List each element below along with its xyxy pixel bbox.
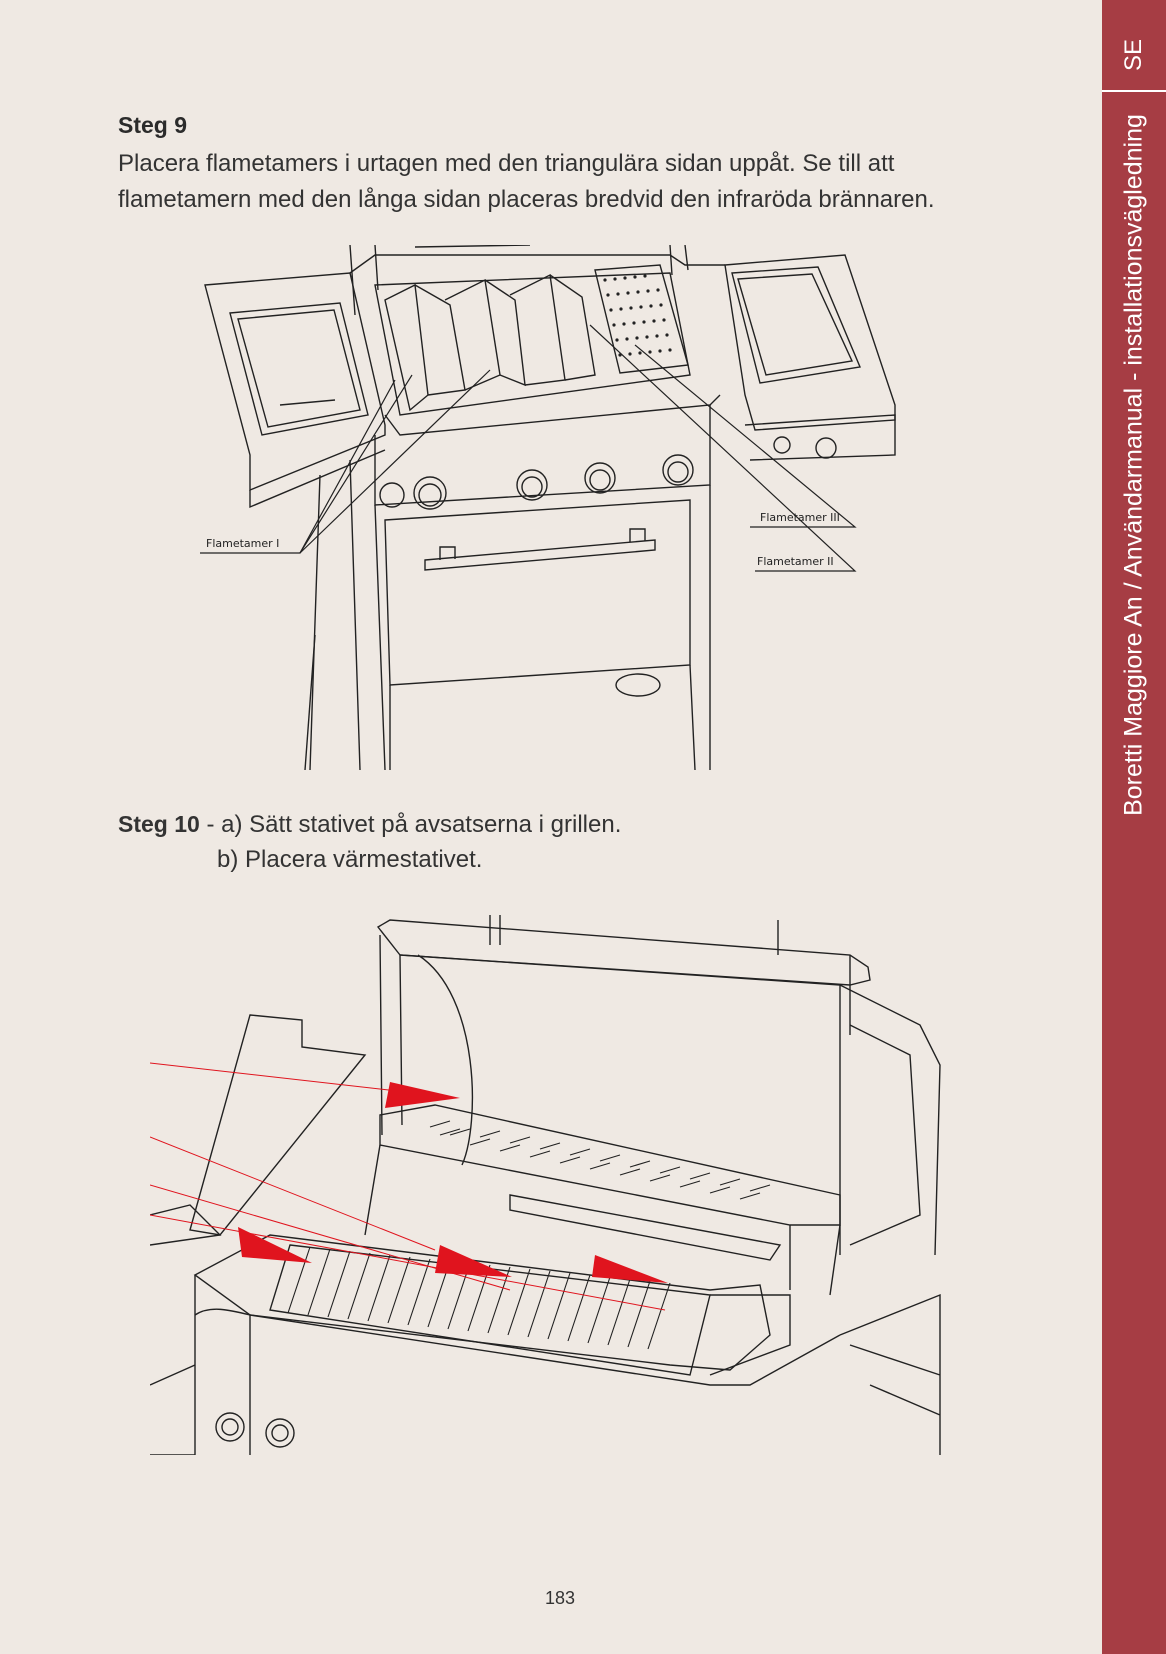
step-10-text-b: b) Placera värmestativet. [217, 846, 483, 873]
language-code: SE [1120, 38, 1147, 72]
manual-title: Boretti Maggiore An / Användarmanual - i… [1119, 114, 1148, 816]
language-tab: SE [1102, 0, 1166, 90]
page-number: 183 [544, 1588, 576, 1608]
grate-installation-illustration [150, 915, 941, 1455]
step-10-line-a: Steg 10 - a) Sätt stativet på avsatserna… [118, 806, 621, 843]
step-9-text-line-1: Placera flametamers i urtagen med den tr… [118, 150, 895, 177]
step-10-heading: Steg 10 [118, 811, 200, 837]
callout-flametamer-2: Flametamer II [757, 555, 834, 568]
flametamer-illustration: Flametamer I Flametamer III Flametamer I… [200, 245, 896, 770]
sidebar-divider [1102, 90, 1166, 92]
step-10-text-a: - a) Sätt stativet på avsatserna i grill… [206, 811, 622, 838]
callout-flametamer-1: Flametamer I [206, 537, 279, 550]
sidebar-band [1102, 0, 1166, 1654]
step-9-text-line-2: flametamern med den långa sidan placeras… [118, 186, 935, 213]
callout-flametamer-3: Flametamer III [760, 511, 840, 524]
step-9-heading: Steg 9 [118, 112, 188, 138]
